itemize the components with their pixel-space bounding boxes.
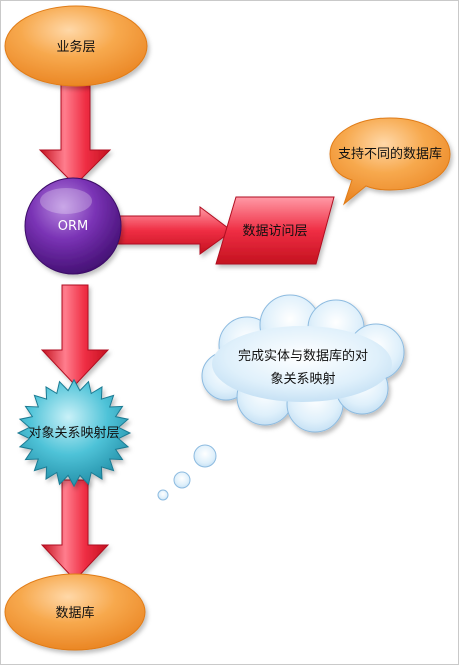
database-node xyxy=(4,573,146,651)
thought-dot-2 xyxy=(173,471,191,489)
arrow-orm-to-data-access xyxy=(117,206,233,255)
thought-dot-1 xyxy=(193,444,217,468)
arrow-business-to-orm xyxy=(38,84,112,186)
support-db-bubble xyxy=(329,117,451,206)
arrow-orm-to-mapping xyxy=(40,284,110,386)
cloud-label-line1: 完成实体与数据库的对 xyxy=(238,348,368,364)
database-label: 数据库 xyxy=(55,605,94,621)
orm-label: ORM xyxy=(58,219,88,234)
mapping-layer-node xyxy=(16,378,132,488)
thought-dot-3 xyxy=(157,489,169,501)
data-access-layer-label: 数据访问层 xyxy=(242,224,307,239)
support-db-label: 支持不同的数据库 xyxy=(338,146,442,162)
mapping-layer-label: 对象关系映射层 xyxy=(28,425,119,441)
thought-cloud xyxy=(201,294,405,433)
business-layer-node xyxy=(4,5,148,87)
data-access-layer-node xyxy=(215,196,335,265)
orm-node xyxy=(24,177,122,275)
business-layer-label: 业务层 xyxy=(56,39,95,55)
arrow-mapping-to-database xyxy=(40,479,110,581)
orm-highlight xyxy=(40,188,92,214)
cloud-label-line2: 象关系映射 xyxy=(270,371,335,387)
